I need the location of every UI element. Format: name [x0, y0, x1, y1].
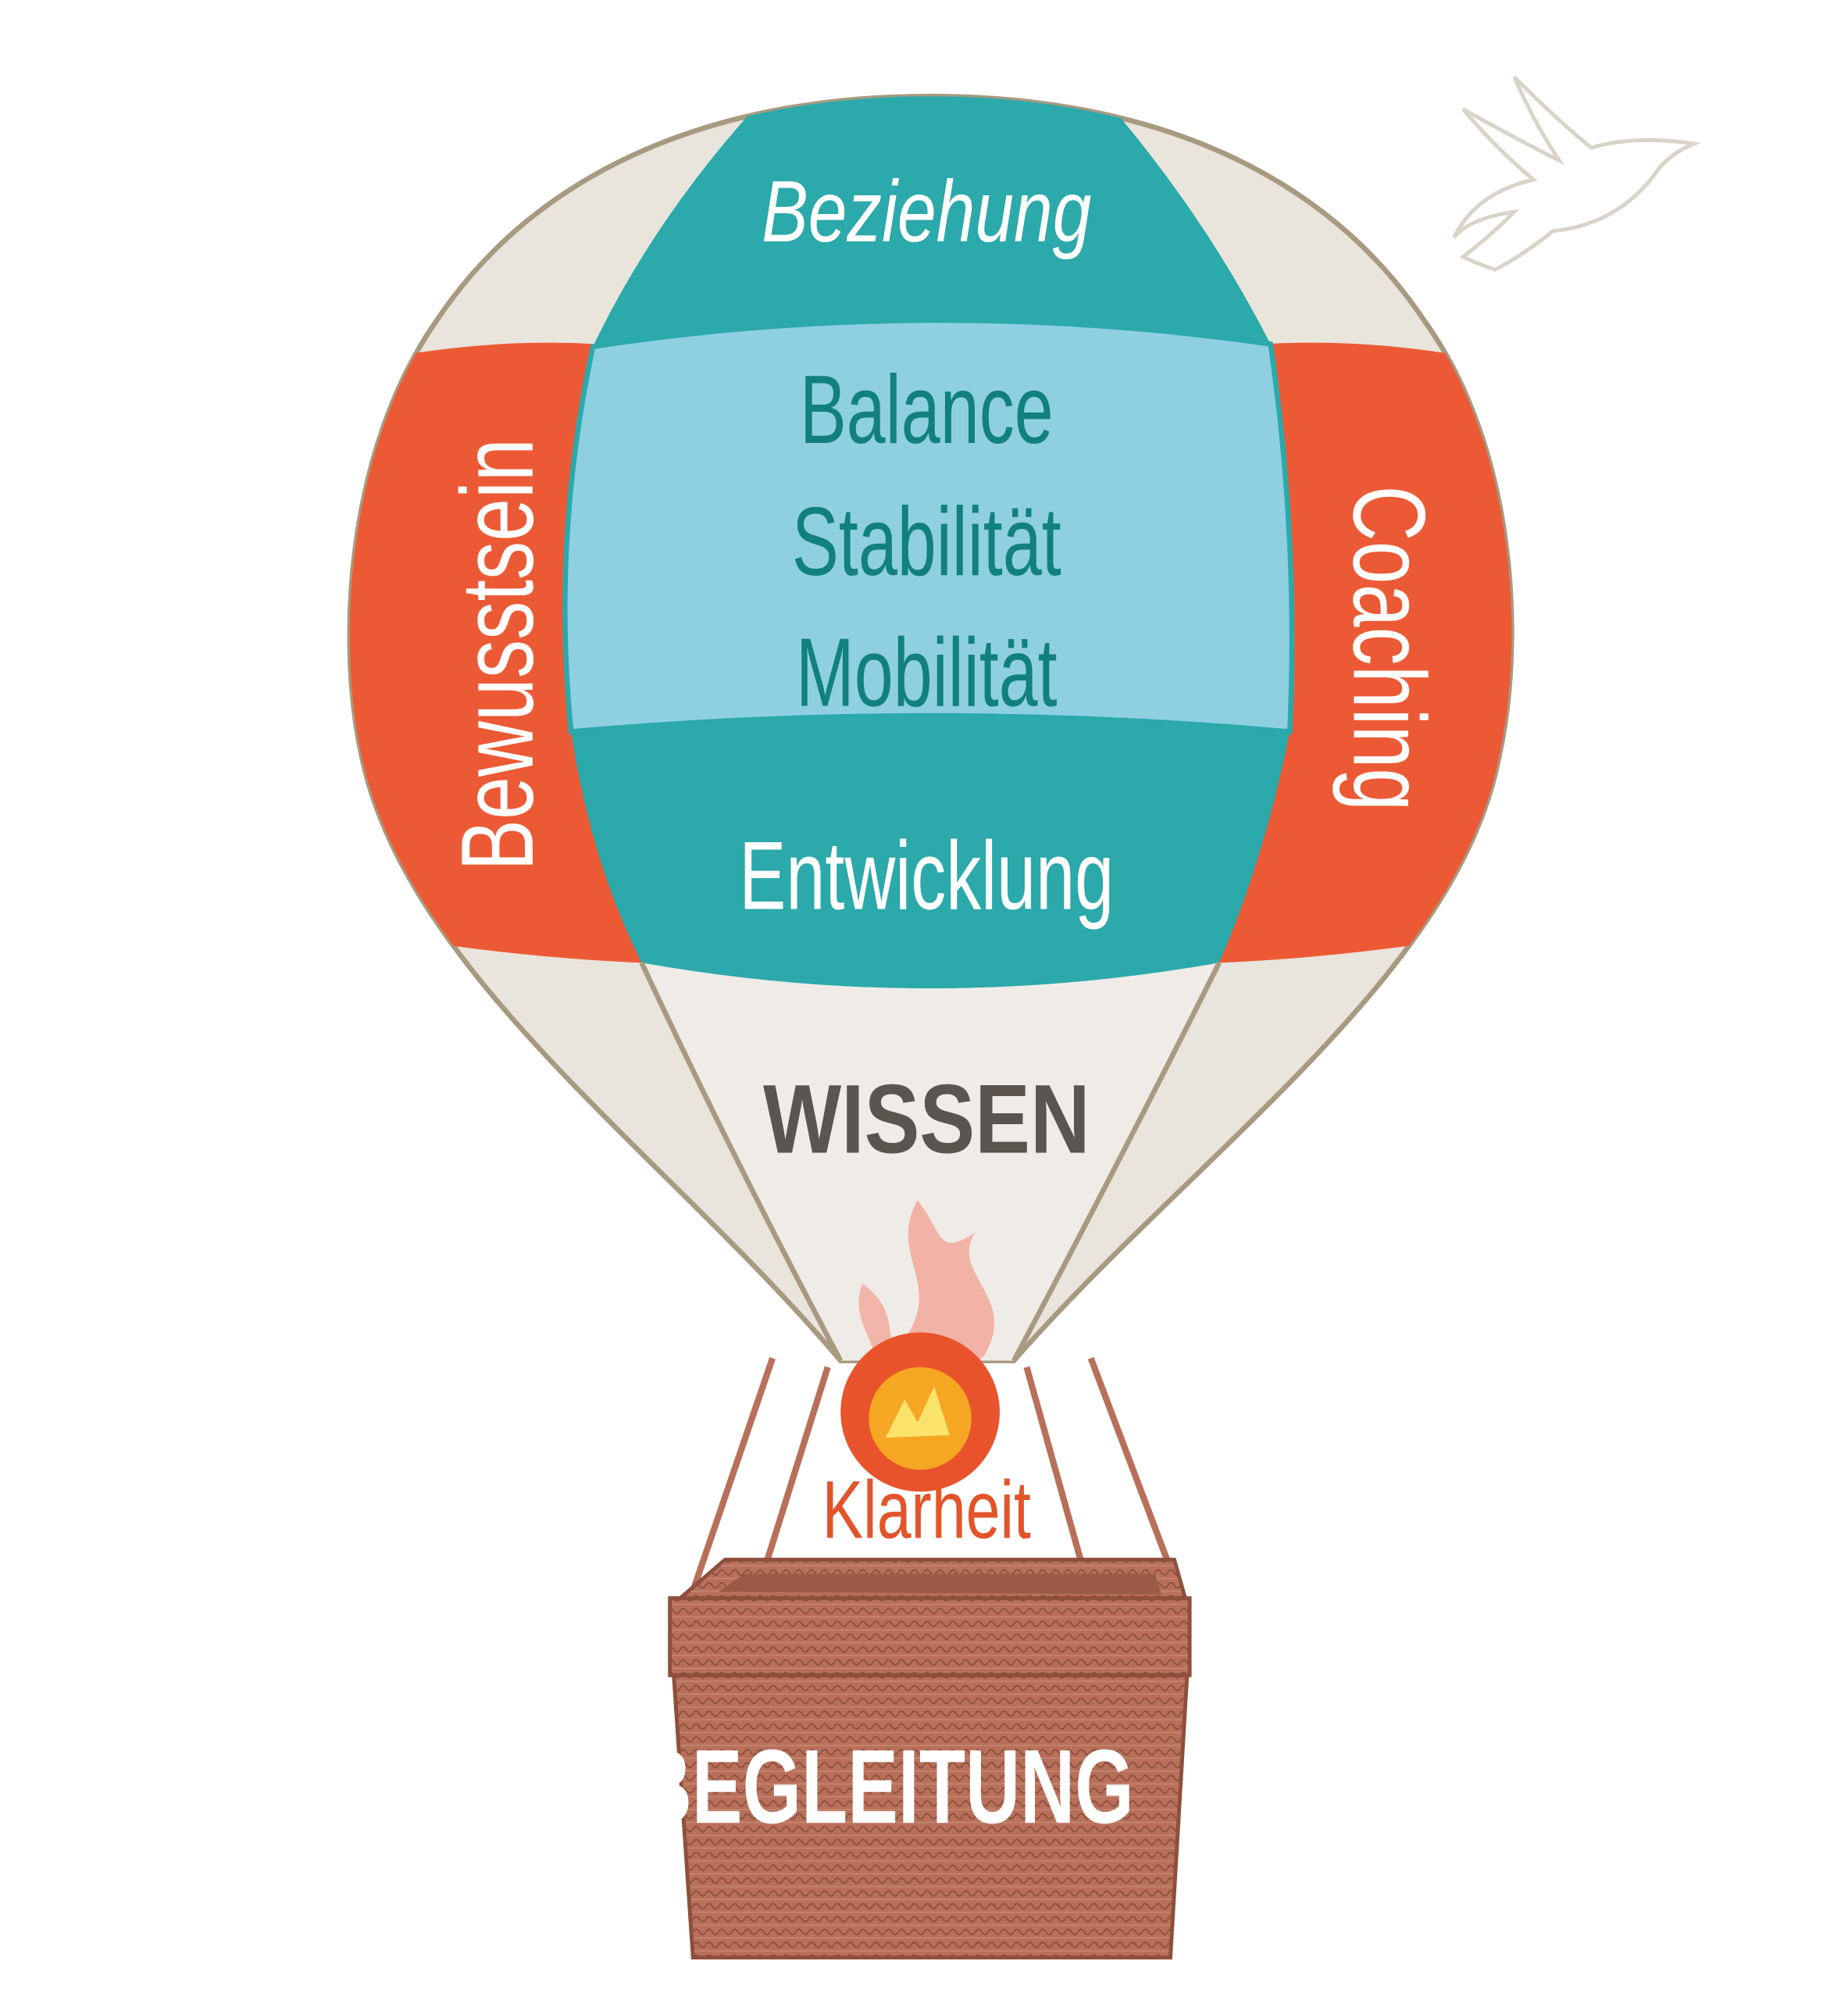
label-wissen: WISSEN — [763, 1064, 1090, 1173]
basket-body — [671, 1673, 1190, 1960]
label-begleitung: BEGLEITUNG — [637, 1728, 1134, 1845]
label-beziehung: Beziehung — [762, 162, 1091, 260]
basket — [668, 1557, 1192, 1960]
label-entwicklung: Entwicklung — [739, 822, 1114, 930]
left-orange-panel — [349, 342, 642, 963]
basket-inner — [719, 1573, 1161, 1595]
gore-seam-left — [639, 961, 844, 1362]
label-stabilitaet: Stabilität — [792, 488, 1061, 597]
flame-icon — [840, 1200, 1000, 1492]
basket-ropes — [687, 1356, 1174, 1599]
label-klarheit: Klarheit — [822, 1463, 1032, 1555]
balloon-envelope — [347, 94, 1514, 1363]
label-mobilitaet: Mobilität — [796, 619, 1058, 727]
top-teal-panel — [593, 96, 1271, 347]
label-coaching: Coaching — [1332, 486, 1447, 811]
label-bewusstsein: Bewusstsein — [440, 438, 555, 870]
dove-icon — [1452, 75, 1702, 272]
right-orange-panel — [1218, 342, 1512, 963]
gore-seam-right — [1011, 961, 1222, 1362]
bottom-teal-band — [571, 716, 1290, 989]
basket-rim — [668, 1596, 1192, 1677]
lower-white-panel — [641, 962, 1219, 1361]
label-balance: Balance — [800, 356, 1054, 465]
